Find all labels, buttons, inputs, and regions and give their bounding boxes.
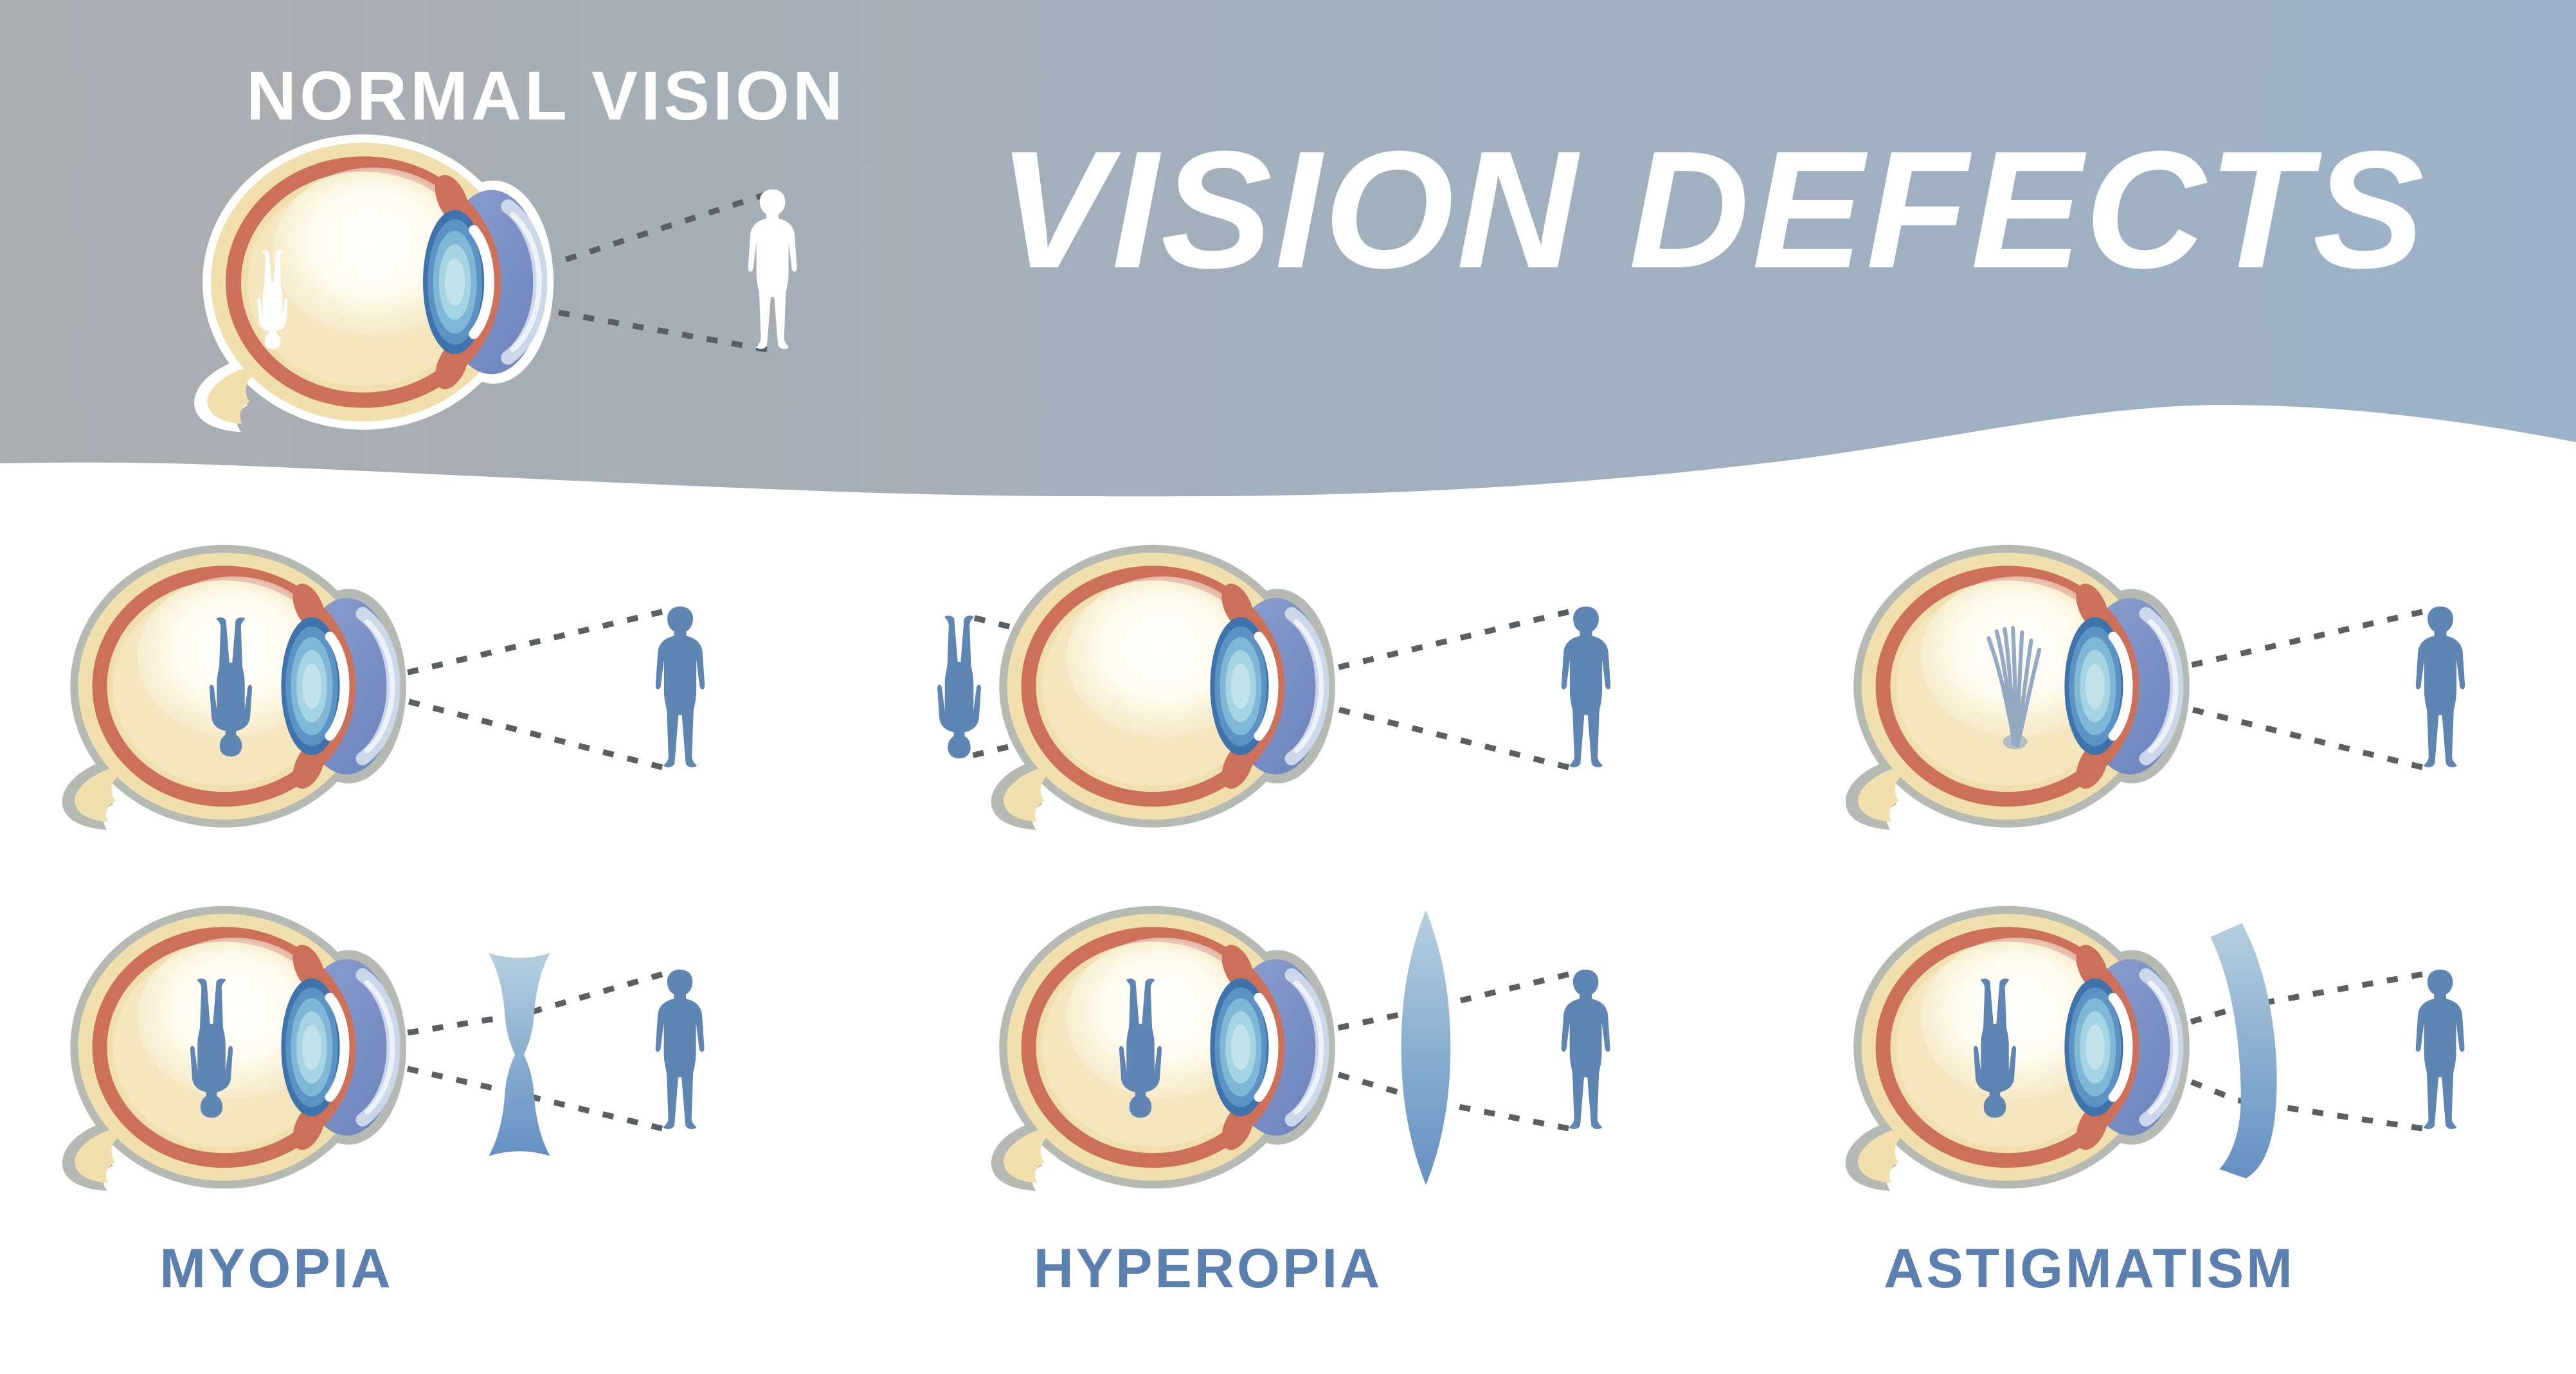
light-ray-bottom xyxy=(2024,622,2424,771)
page-title: VISION DEFECTS xyxy=(998,117,2427,303)
panel-myopia-uncorrected xyxy=(62,545,705,830)
panel-hyperopia-uncorrected xyxy=(937,545,1611,830)
normal-vision-label: NORMAL VISION xyxy=(246,57,847,134)
banner xyxy=(0,0,2576,497)
panel-astigmatism-corrected xyxy=(1846,906,2465,1191)
hyperopia-label: HYPEROPIA xyxy=(1033,1238,1383,1299)
panel-hyperopia-corrected xyxy=(991,906,1610,1191)
astigmatism-label: ASTIGMATISM xyxy=(1884,1238,2295,1299)
myopia-label: MYOPIA xyxy=(159,1238,393,1299)
light-ray-top xyxy=(2024,609,2424,749)
panel-normal-vision xyxy=(194,134,797,432)
panel-astigmatism-uncorrected xyxy=(1846,545,2465,830)
panel-myopia-corrected xyxy=(62,906,705,1191)
